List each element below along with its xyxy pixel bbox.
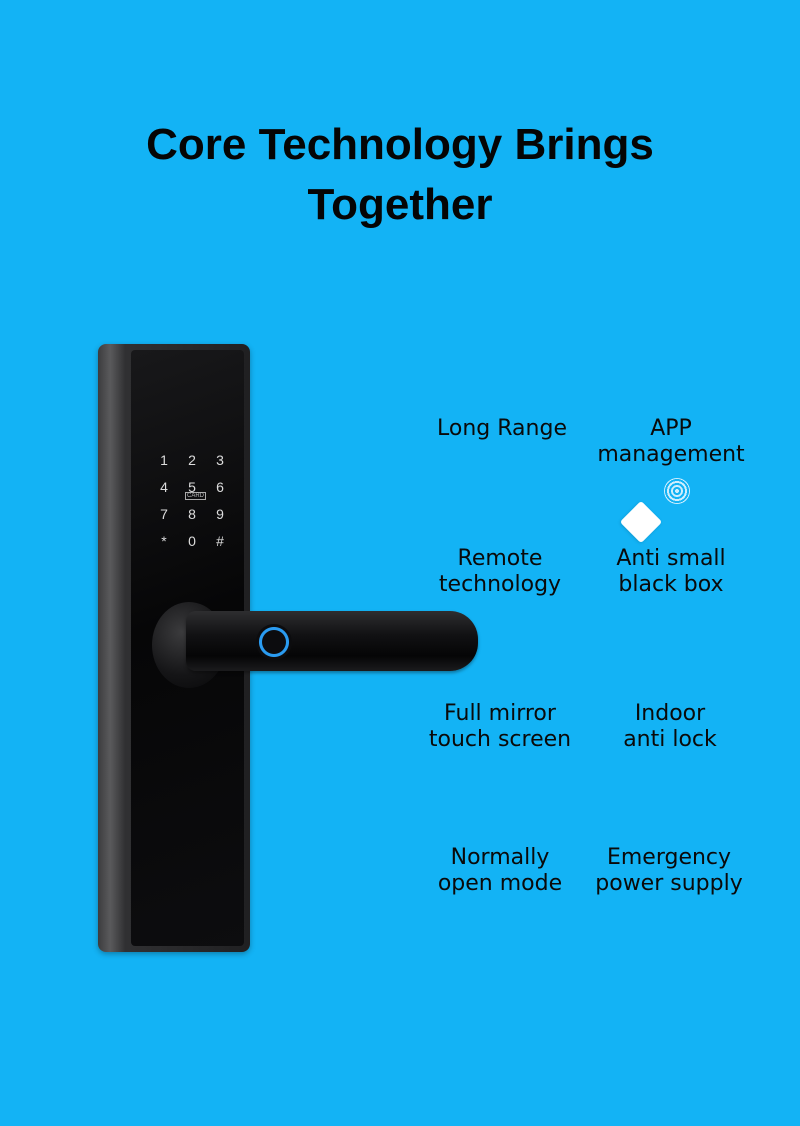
keypad-key: # (216, 532, 224, 549)
feature-label: Normally (450, 845, 550, 870)
keypad-key: 4 (160, 478, 168, 495)
feature-label: Emergency (606, 845, 732, 870)
feature-long-range: Long Range (412, 416, 592, 442)
keypad-key-label: 5 (188, 478, 196, 495)
wifi-signal-icon (664, 478, 690, 504)
feature-remote-technology: Remote technology (410, 546, 590, 598)
lock-handle (186, 611, 478, 671)
keypad-key: 1 (160, 451, 168, 468)
feature-label: black box (618, 572, 724, 597)
title-line-1: Core Technology Brings (146, 120, 654, 169)
feature-label: Remote (457, 546, 543, 571)
feature-label: Anti small (616, 546, 726, 571)
card-tag-icon: CARD (185, 492, 207, 500)
keypad-key: 3 (216, 451, 224, 468)
keypad-key: 6 (216, 478, 224, 495)
feature-anti-small-black-box: Anti small black box (581, 546, 761, 598)
feature-indoor-anti-lock: Indoor anti lock (580, 701, 760, 753)
feature-normally-open-mode: Normally open mode (410, 845, 590, 897)
title-line-2: Together (307, 180, 493, 229)
feature-full-mirror-touch-screen: Full mirror touch screen (410, 701, 590, 753)
feature-label: Full mirror (444, 701, 556, 726)
fingerprint-sensor-icon (256, 624, 292, 660)
feature-label: technology (438, 572, 562, 597)
keypad-key: * (161, 532, 167, 549)
lock-keypad: 1 2 3 4 5 CARD 6 7 8 9 * 0 # (150, 446, 234, 556)
keypad-key: 0 (188, 532, 196, 549)
feature-app-management: APP management (581, 416, 761, 468)
feature-label: power supply (595, 871, 743, 896)
feature-label: touch screen (428, 727, 572, 752)
keypad-key: 9 (216, 505, 224, 522)
feature-label: anti lock (623, 727, 717, 752)
keypad-key: 7 (160, 505, 168, 522)
feature-label: management (597, 442, 745, 467)
keypad-key: 8 (188, 505, 196, 522)
keypad-key: 2 (188, 451, 196, 468)
feature-label: APP (650, 416, 692, 441)
feature-label: Long Range (437, 416, 567, 441)
page-title: Core Technology Brings Together (0, 115, 800, 235)
feature-label: Indoor (634, 701, 706, 726)
feature-label: open mode (437, 871, 563, 896)
feature-emergency-power-supply: Emergency power supply (579, 845, 759, 897)
keypad-key-5: 5 CARD (178, 473, 207, 500)
card-icon (619, 500, 663, 544)
